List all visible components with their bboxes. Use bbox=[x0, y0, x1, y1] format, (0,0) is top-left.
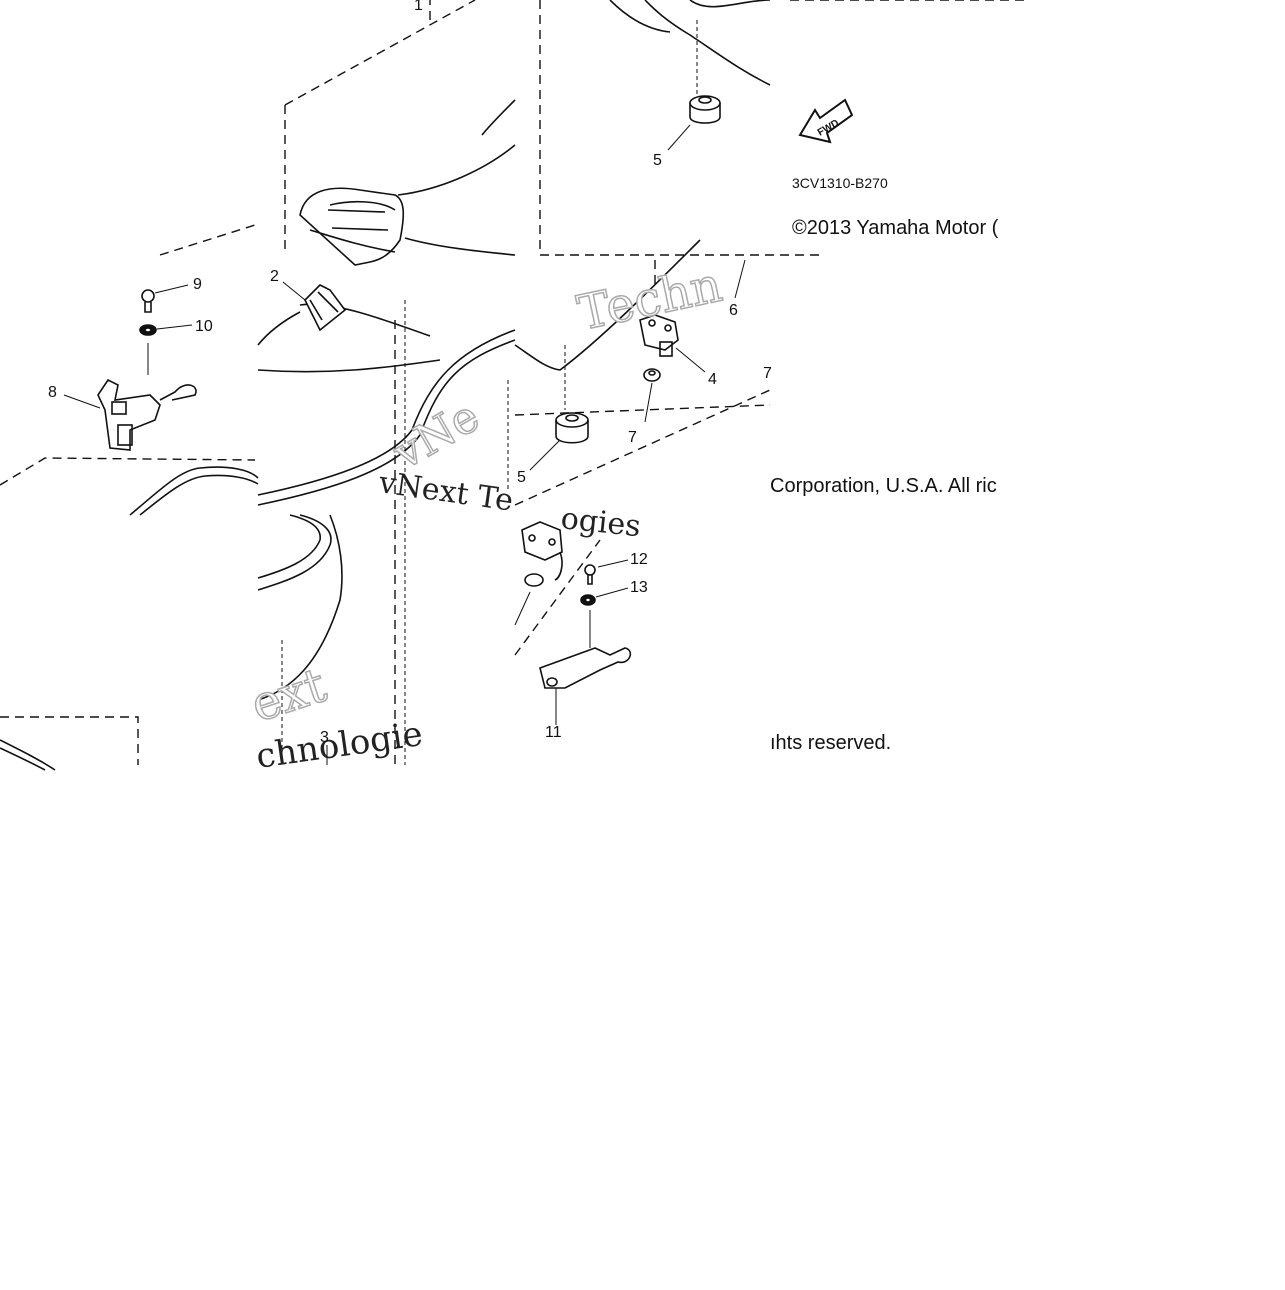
part-bracket-11 bbox=[539, 610, 632, 725]
part-damper-5-upper bbox=[667, 20, 721, 151]
part-screw-9 bbox=[141, 284, 189, 313]
callout-8: 8 bbox=[48, 384, 57, 401]
part-lock-4 bbox=[639, 259, 746, 373]
callout-11: 11 bbox=[545, 724, 562, 741]
dashed-outline bbox=[0, 0, 1030, 765]
part-hook-assembly bbox=[514, 521, 563, 626]
callout-9: 9 bbox=[193, 276, 202, 293]
part-washer-13 bbox=[580, 587, 629, 606]
watermark-text-6: vNe bbox=[384, 391, 488, 480]
part-damper-5-lower bbox=[529, 345, 589, 471]
seat-lower bbox=[0, 466, 343, 771]
copyright-line-2: Corporation, U.S.A. All ric bbox=[770, 475, 997, 497]
part-washer-10 bbox=[139, 324, 193, 336]
part-screw-12 bbox=[584, 559, 629, 585]
callout-12: 12 bbox=[630, 551, 648, 568]
callout-1: 1 bbox=[414, 0, 423, 14]
watermark-text-3: ogies bbox=[559, 501, 642, 544]
fwd-arrow bbox=[798, 98, 854, 144]
callout-5-lower: 5 bbox=[517, 469, 526, 486]
callout-13: 13 bbox=[630, 579, 648, 596]
copyright-line-3: ıhts reserved. bbox=[770, 732, 891, 754]
watermark-text-2: vNext Te bbox=[376, 465, 515, 519]
callout-6: 6 bbox=[729, 302, 738, 319]
callout-2: 2 bbox=[270, 268, 279, 285]
callout-5-upper: 5 bbox=[653, 152, 662, 169]
seat-upper bbox=[257, 99, 516, 506]
callouts: 1 2 3 4 5 5 6 7 7 8 9 10 11 12 13 bbox=[48, 0, 772, 746]
watermark-text-4: ext bbox=[244, 657, 332, 733]
callout-4: 4 bbox=[708, 371, 717, 388]
part-code: 3CV1310-B270 bbox=[792, 175, 888, 191]
copyright-line-1: ©2013 Yamaha Motor ( bbox=[792, 217, 999, 239]
part-latch-tab bbox=[282, 281, 347, 332]
part-grommet-7 bbox=[643, 368, 661, 423]
callout-10: 10 bbox=[195, 318, 213, 335]
seat-right-edge bbox=[514, 0, 771, 371]
callout-7-b: 7 bbox=[763, 365, 772, 382]
part-hinge-8 bbox=[63, 343, 197, 451]
callout-3: 3 bbox=[320, 729, 329, 746]
callout-7-a: 7 bbox=[628, 429, 637, 446]
